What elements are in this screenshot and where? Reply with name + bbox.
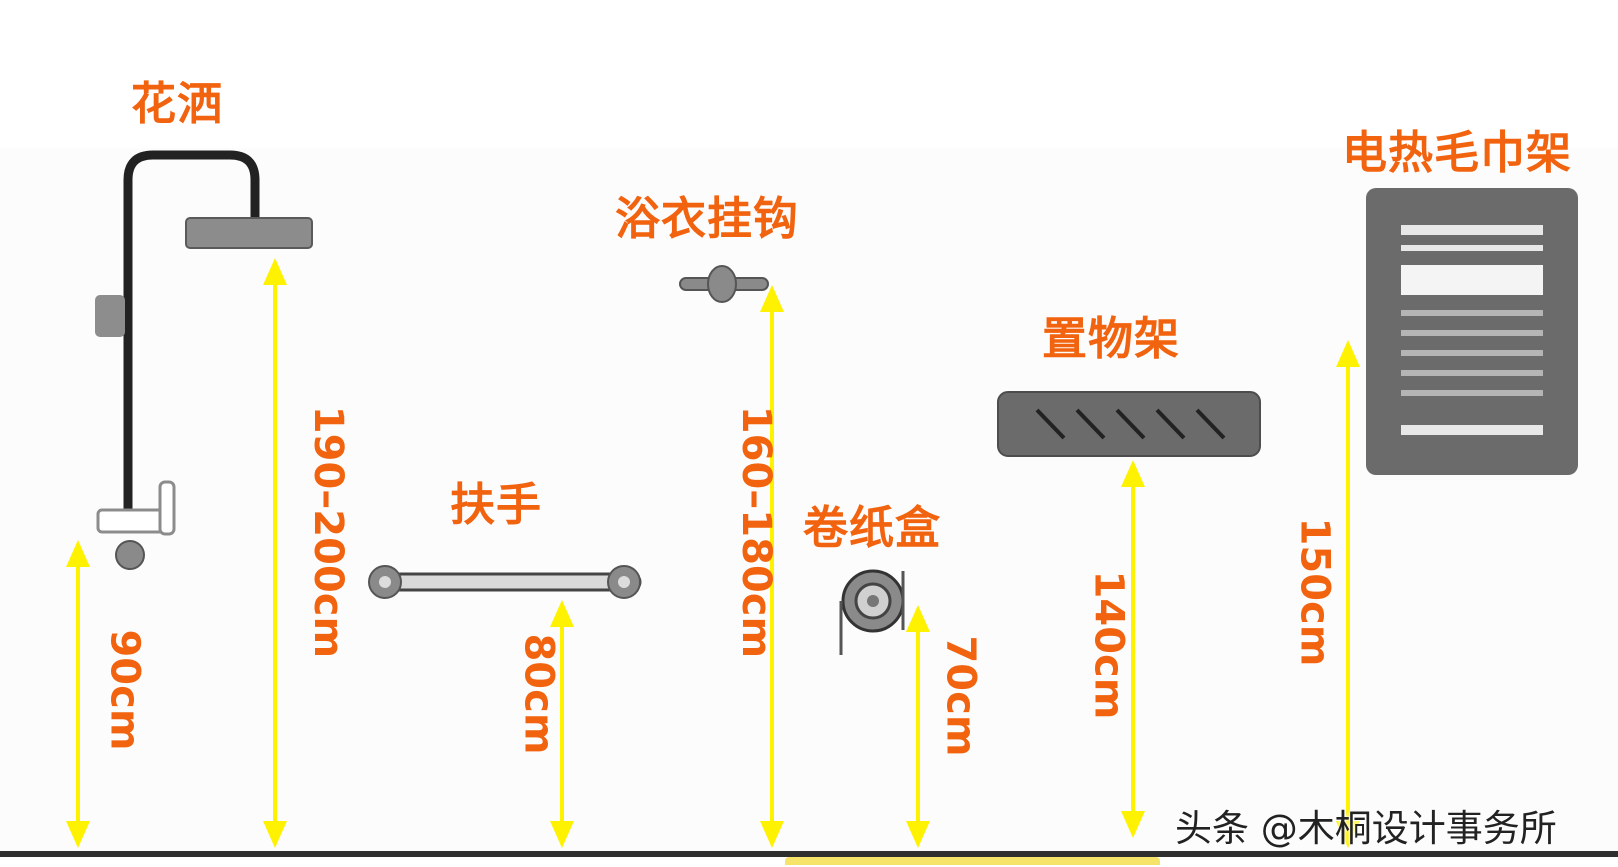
arrow-towel-rack <box>1336 340 1360 848</box>
floor-accent <box>785 857 1160 865</box>
floor-line <box>0 851 1618 857</box>
label-shelf: 置物架 <box>1042 312 1181 365</box>
mixer-valve <box>115 540 145 570</box>
dim-robe-hook: 160–180cm <box>733 405 780 659</box>
shower-pipe <box>123 150 260 530</box>
shelf-fixture <box>997 391 1261 457</box>
shower-head <box>185 217 313 249</box>
dim-towel-rack: 150cm <box>1291 517 1338 667</box>
shower-fixture <box>95 150 313 570</box>
mixer-lever <box>158 480 176 536</box>
label-towel-rack: 电热毛巾架 <box>1342 126 1573 179</box>
arrow-paper-box <box>906 605 930 848</box>
arrow-shower-head <box>263 258 287 848</box>
shower-bracket <box>95 295 125 337</box>
dim-shelf: 140cm <box>1085 570 1132 720</box>
arrow-handrail <box>550 600 574 848</box>
paper-box-fixture <box>839 569 905 655</box>
dim-handrail: 80cm <box>515 633 562 755</box>
watermark: 头条 @木桐设计事务所 <box>1175 807 1557 850</box>
dim-paper-box: 70cm <box>937 635 984 757</box>
handrail-fixture <box>368 565 642 599</box>
dimension-arrows <box>66 258 1360 848</box>
label-handrail: 扶手 <box>450 478 543 531</box>
robe-hook-fixture <box>679 265 769 303</box>
label-shower: 花洒 <box>131 77 224 130</box>
arrow-robe-hook <box>760 285 784 848</box>
towel-rack-fixture <box>1366 188 1578 475</box>
arrow-shower-mixer <box>66 540 90 848</box>
dim-shower-head: 190–200cm <box>305 405 352 659</box>
arrow-shelf <box>1121 460 1145 838</box>
dim-shower-mixer: 90cm <box>101 629 148 751</box>
label-paper-box: 卷纸盒 <box>803 501 942 554</box>
label-robe-hook: 浴衣挂钩 <box>615 192 800 245</box>
shower-mixer <box>96 508 170 534</box>
